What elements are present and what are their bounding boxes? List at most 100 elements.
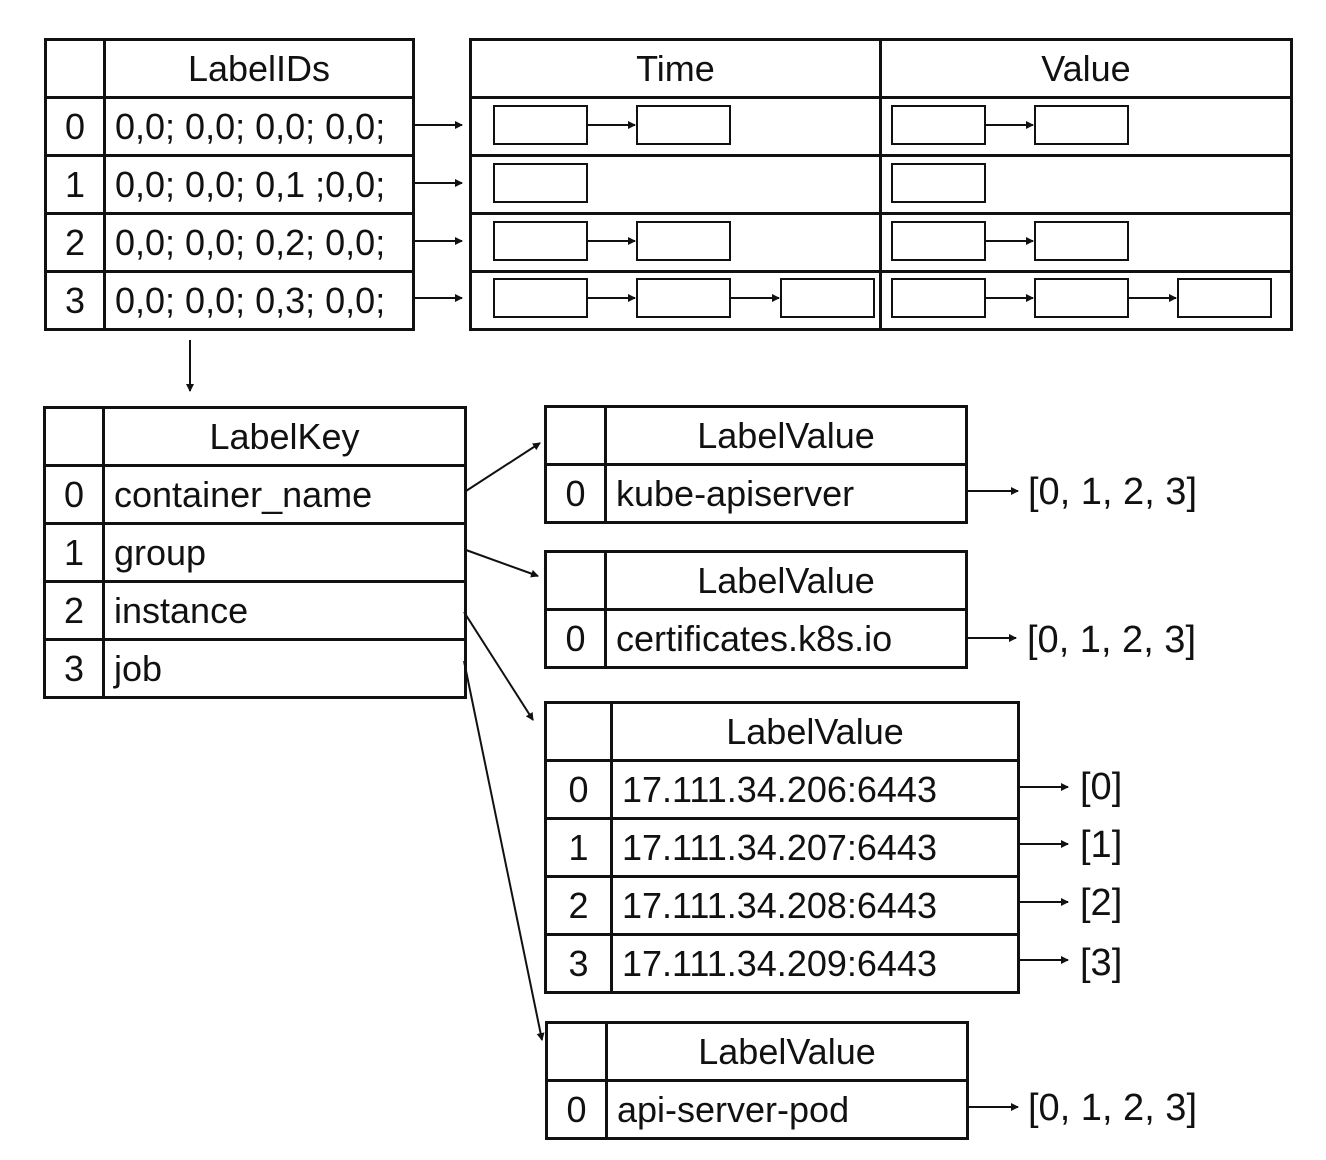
label-value-index: 0 bbox=[544, 608, 607, 669]
label-value-header-row: LabelValue bbox=[545, 1021, 969, 1082]
labelkey-to-labelvalue-arrow bbox=[463, 611, 534, 721]
value-chunk-box bbox=[1034, 221, 1129, 261]
label-value-cell: 17.111.34.209:6443 bbox=[610, 933, 1020, 994]
label-value-cell: api-server-pod bbox=[605, 1079, 969, 1140]
label-value-header: LabelValue bbox=[604, 550, 968, 611]
label-value-row: 0 certificates.k8s.io bbox=[544, 608, 968, 669]
label-value-header: LabelValue bbox=[604, 405, 968, 466]
label-value-index-header bbox=[544, 550, 607, 611]
labelkey-to-labelvalue-arrow bbox=[463, 660, 545, 1041]
label-key-cell: instance bbox=[102, 580, 467, 641]
label-value-header-row: LabelValue bbox=[544, 550, 968, 611]
label-value-index-header bbox=[544, 701, 613, 762]
label-key-cell: job bbox=[102, 638, 467, 699]
label-value-index: 0 bbox=[545, 1079, 608, 1140]
value-chunk-box bbox=[891, 278, 986, 318]
label-value-row: 2 17.111.34.208:6443 bbox=[544, 875, 1020, 936]
value-chunk-box bbox=[891, 221, 986, 261]
label-value-row: 1 17.111.34.207:6443 bbox=[544, 817, 1020, 878]
label-value-cell: 17.111.34.206:6443 bbox=[610, 759, 1020, 820]
label-ids-cell: 0,0; 0,0; 0,1 ;0,0; bbox=[103, 154, 415, 215]
time-value-table: Time Value bbox=[469, 38, 1293, 331]
time-chunk-box bbox=[636, 105, 731, 145]
label-value-header-row: LabelValue bbox=[544, 405, 968, 466]
label-value-index: 0 bbox=[544, 463, 607, 524]
postings-list: [1] bbox=[1080, 824, 1123, 866]
chunk-row bbox=[469, 212, 1293, 273]
label-value-header: LabelValue bbox=[610, 701, 1020, 762]
label-value-index: 0 bbox=[544, 759, 613, 820]
label-key-row: 1 group bbox=[43, 522, 467, 583]
value-header: Value bbox=[879, 38, 1293, 99]
label-value-index: 2 bbox=[544, 875, 613, 936]
label-value-cell: kube-apiserver bbox=[604, 463, 968, 524]
label-key-index: 3 bbox=[43, 638, 105, 699]
labelkey-to-labelvalue-arrow bbox=[465, 442, 541, 492]
time-chunk-box bbox=[493, 221, 588, 261]
label-key-index: 0 bbox=[43, 464, 105, 525]
label-key-index-header bbox=[43, 406, 105, 467]
labelkey-to-labelvalue-arrow bbox=[465, 549, 539, 578]
chunk-row bbox=[469, 154, 1293, 215]
label-value-index-header bbox=[544, 405, 607, 466]
time-value-header-row: Time Value bbox=[469, 38, 1293, 99]
label-key-cell: group bbox=[102, 522, 467, 583]
series-row: 2 0,0; 0,0; 0,2; 0,0; bbox=[44, 212, 415, 273]
time-chunk-box bbox=[493, 163, 588, 203]
series-index: 0 bbox=[44, 96, 106, 157]
series-index: 1 bbox=[44, 154, 106, 215]
label-value-table-group: LabelValue 0 certificates.k8s.io bbox=[544, 550, 968, 669]
label-value-table-instance: LabelValue 0 17.111.34.206:6443 1 17.111… bbox=[544, 701, 1020, 994]
value-chunk-box bbox=[1034, 105, 1129, 145]
label-ids-cell: 0,0; 0,0; 0,0; 0,0; bbox=[103, 96, 415, 157]
chunk-row bbox=[469, 270, 1293, 331]
chunk-row bbox=[469, 96, 1293, 157]
label-value-row: 3 17.111.34.209:6443 bbox=[544, 933, 1020, 994]
label-value-index: 1 bbox=[544, 817, 613, 878]
label-key-index: 1 bbox=[43, 522, 105, 583]
label-value-header: LabelValue bbox=[605, 1021, 969, 1082]
label-key-index: 2 bbox=[43, 580, 105, 641]
postings-list: [2] bbox=[1080, 882, 1123, 924]
label-value-row: 0 api-server-pod bbox=[545, 1079, 969, 1140]
label-value-cell: 17.111.34.208:6443 bbox=[610, 875, 1020, 936]
series-table-header-row: LabelIDs bbox=[44, 38, 415, 99]
time-chunk-box bbox=[636, 221, 731, 261]
postings-list: [0] bbox=[1080, 766, 1123, 808]
postings-list: [0, 1, 2, 3] bbox=[1027, 619, 1196, 661]
label-value-table-job: LabelValue 0 api-server-pod bbox=[545, 1021, 969, 1140]
label-ids-cell: 0,0; 0,0; 0,3; 0,0; bbox=[103, 270, 415, 331]
label-value-index-header bbox=[545, 1021, 608, 1082]
label-key-row: 0 container_name bbox=[43, 464, 467, 525]
time-chunk-box bbox=[493, 105, 588, 145]
postings-list: [0, 1, 2, 3] bbox=[1028, 1087, 1197, 1129]
label-value-index: 3 bbox=[544, 933, 613, 994]
label-key-row: 3 job bbox=[43, 638, 467, 699]
series-row: 1 0,0; 0,0; 0,1 ;0,0; bbox=[44, 154, 415, 215]
label-value-cell: certificates.k8s.io bbox=[604, 608, 968, 669]
time-chunk-box bbox=[636, 278, 731, 318]
label-key-header-row: LabelKey bbox=[43, 406, 467, 467]
series-index: 3 bbox=[44, 270, 106, 331]
label-key-row: 2 instance bbox=[43, 580, 467, 641]
postings-list: [3] bbox=[1080, 942, 1123, 984]
time-chunk-box bbox=[493, 278, 588, 318]
series-index-header bbox=[44, 38, 106, 99]
label-key-table: LabelKey 0 container_name 1 group 2 inst… bbox=[43, 406, 467, 699]
label-value-row: 0 17.111.34.206:6443 bbox=[544, 759, 1020, 820]
label-ids-cell: 0,0; 0,0; 0,2; 0,0; bbox=[103, 212, 415, 273]
series-row: 0 0,0; 0,0; 0,0; 0,0; bbox=[44, 96, 415, 157]
postings-list: [0, 1, 2, 3] bbox=[1028, 471, 1197, 513]
series-table: LabelIDs 0 0,0; 0,0; 0,0; 0,0; 1 0,0; 0,… bbox=[44, 38, 415, 331]
label-key-cell: container_name bbox=[102, 464, 467, 525]
label-value-table-container-name: LabelValue 0 kube-apiserver bbox=[544, 405, 968, 524]
value-chunk-box bbox=[1034, 278, 1129, 318]
value-chunk-box bbox=[1177, 278, 1272, 318]
label-value-header-row: LabelValue bbox=[544, 701, 1020, 762]
label-value-row: 0 kube-apiserver bbox=[544, 463, 968, 524]
label-value-cell: 17.111.34.207:6443 bbox=[610, 817, 1020, 878]
series-row: 3 0,0; 0,0; 0,3; 0,0; bbox=[44, 270, 415, 331]
label-key-header: LabelKey bbox=[102, 406, 467, 467]
time-chunk-box bbox=[780, 278, 875, 318]
